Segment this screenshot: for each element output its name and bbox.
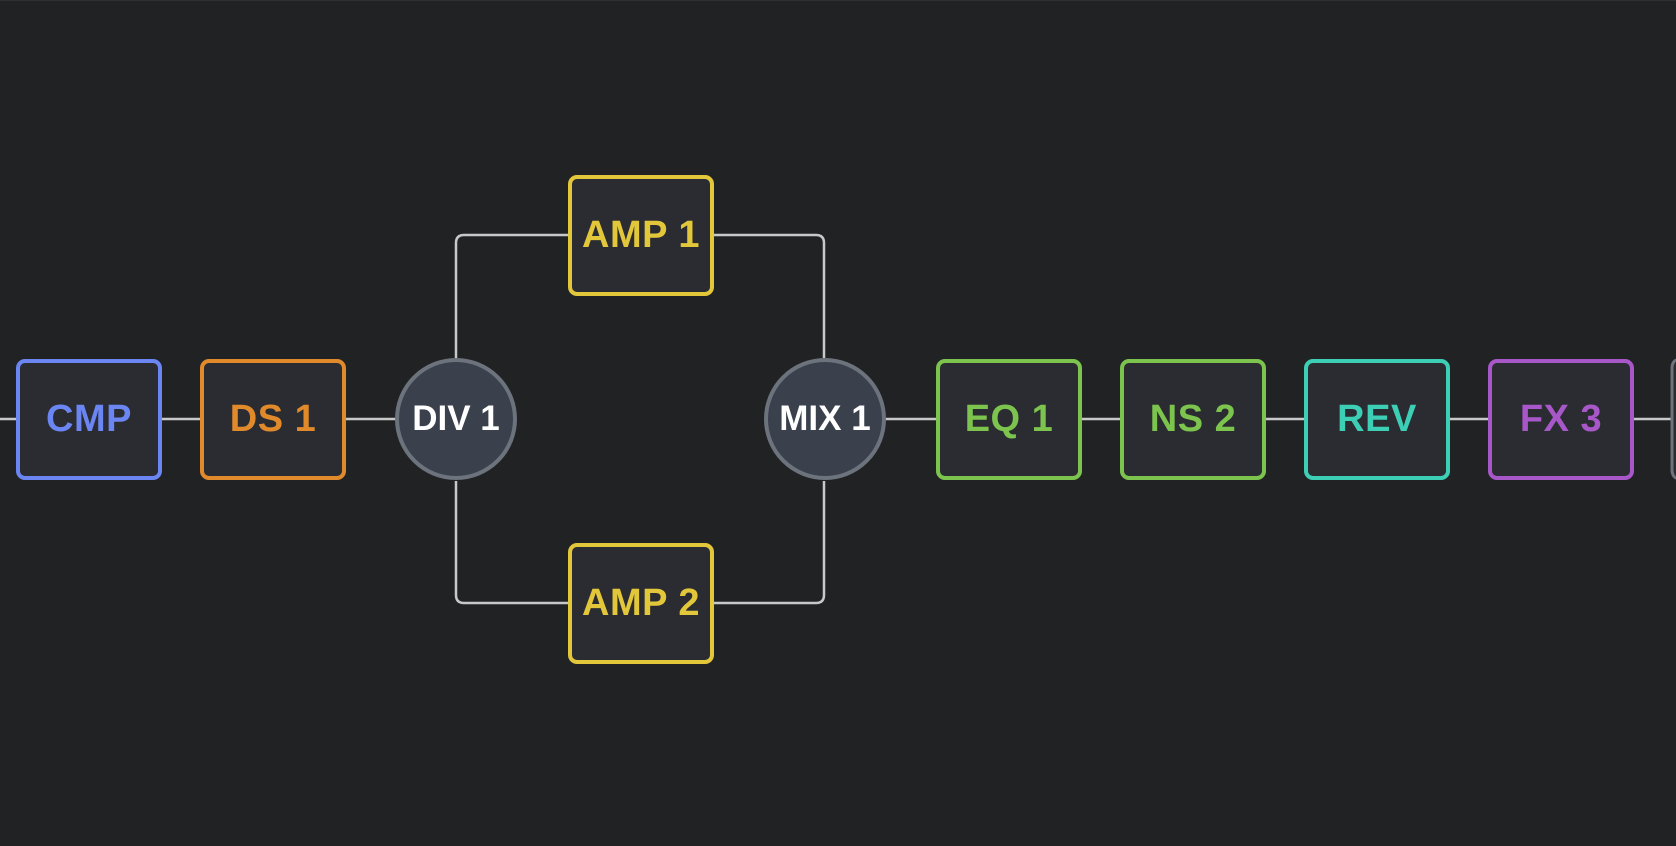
div1-node[interactable]: DIV 1 [395,358,517,480]
mix1-node-label: MIX 1 [779,399,871,438]
eq1-block-label: EQ 1 [964,398,1054,440]
top-divider [0,0,1676,1]
rev-block-label: REV [1337,398,1417,440]
ns2-block[interactable]: NS 2 [1120,359,1266,480]
amp1-block[interactable]: AMP 1 [568,175,714,296]
amp2-block[interactable]: AMP 2 [568,543,714,664]
fx3-block[interactable]: FX 3 [1488,359,1634,480]
offscreen-block-edge [1670,358,1676,480]
cmp-block[interactable]: CMP [16,359,162,480]
wire-amp2-mix1 [714,481,826,605]
div1-node-label: DIV 1 [412,399,500,438]
ds1-block[interactable]: DS 1 [200,359,346,480]
amp1-block-label: AMP 1 [582,214,700,256]
wire-amp1-mix1 [714,233,826,358]
eq1-block[interactable]: EQ 1 [936,359,1082,480]
ds1-block-label: DS 1 [229,398,317,440]
cmp-block-label: CMP [46,398,132,440]
amp2-block-label: AMP 2 [582,582,700,624]
wire-div1-amp1 [454,233,570,358]
ns2-block-label: NS 2 [1149,398,1237,440]
wire-div1-amp2 [454,481,570,605]
fx3-block-label: FX 3 [1519,398,1603,440]
rev-block[interactable]: REV [1304,359,1450,480]
mix1-node[interactable]: MIX 1 [764,358,886,480]
